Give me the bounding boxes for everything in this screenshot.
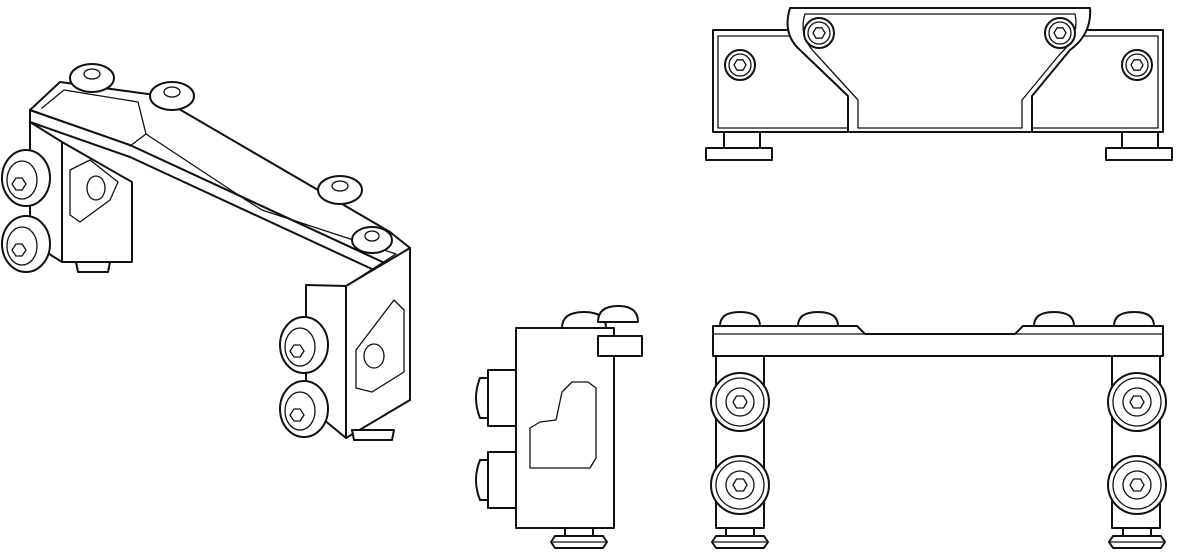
front-foot-right bbox=[1108, 527, 1166, 549]
front-roller-2 bbox=[710, 455, 770, 515]
iso-left-hole bbox=[86, 175, 106, 201]
side-foot bbox=[550, 527, 608, 549]
iso-right-rollers bbox=[279, 316, 329, 438]
isometric-view bbox=[1, 63, 411, 441]
side-rollers bbox=[475, 369, 517, 509]
top-feet bbox=[705, 131, 1173, 161]
top-clamp-plate bbox=[786, 7, 1092, 133]
iso-right-hole bbox=[363, 343, 385, 369]
iso-screws bbox=[69, 63, 393, 254]
iso-left-window bbox=[69, 159, 119, 223]
top-screw-3 bbox=[724, 49, 756, 81]
iso-right-foot bbox=[351, 429, 395, 441]
front-roller-3 bbox=[1107, 372, 1167, 432]
front-top-screws bbox=[719, 311, 1155, 327]
iso-left-foot bbox=[75, 261, 111, 273]
top-screw-4 bbox=[1121, 49, 1153, 81]
top-view bbox=[705, 7, 1173, 161]
iso-left-rollers bbox=[1, 149, 51, 273]
front-plate bbox=[712, 325, 1164, 357]
side-top-screws bbox=[561, 305, 639, 329]
front-view bbox=[710, 311, 1167, 549]
front-roller-4 bbox=[1107, 455, 1167, 515]
top-screw-2 bbox=[1044, 17, 1076, 49]
side-view bbox=[475, 305, 643, 549]
front-roller-1 bbox=[710, 372, 770, 432]
side-plate-tab bbox=[597, 335, 643, 357]
front-foot-left bbox=[711, 527, 769, 549]
top-screw-1 bbox=[803, 17, 835, 49]
side-window bbox=[529, 381, 597, 469]
